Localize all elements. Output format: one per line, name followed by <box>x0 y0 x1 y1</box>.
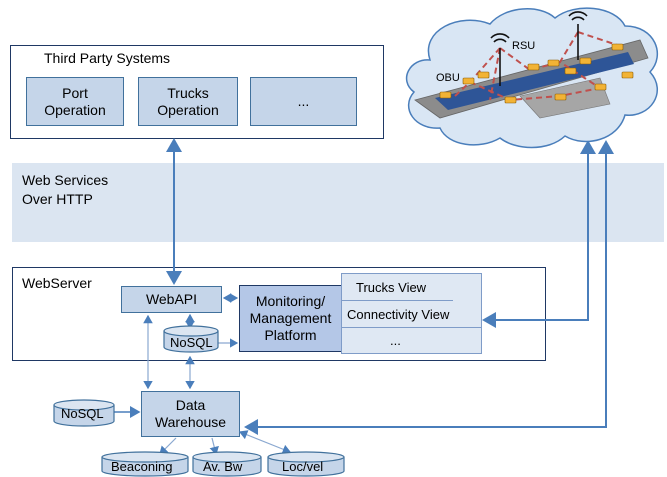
arrow-warehouse-avbw <box>209 437 219 456</box>
more-systems-label: ... <box>297 93 310 109</box>
port-operation-line1: Port <box>62 84 88 101</box>
data-warehouse-box[interactable]: Data Warehouse <box>141 391 240 437</box>
rsu-antenna-2-icon <box>568 11 588 60</box>
avbw-label: Av. Bw <box>203 459 243 474</box>
beaconing-cylinder <box>101 451 189 477</box>
more-systems-box[interactable]: ... <box>250 77 357 126</box>
rsu-antenna-1-icon <box>490 33 510 86</box>
webserver-title: WebServer <box>22 275 92 291</box>
arrow-cloud-warehouse <box>244 140 614 435</box>
trucks-operation-line1: Trucks <box>167 84 209 101</box>
web-services-label-line1: Web Services <box>22 172 109 188</box>
arrow-warehouse-beaconing <box>159 437 177 455</box>
third-party-title: Third Party Systems <box>44 50 171 66</box>
data-warehouse-line2: Warehouse <box>154 414 227 430</box>
rsu-label: RSU <box>512 40 536 52</box>
web-services-label-line2: Over HTTP <box>22 191 93 207</box>
nosql-warehouse-label: NoSQL <box>61 406 104 421</box>
nosql-webserver-cylinder <box>163 325 219 353</box>
arrow-warehouse-locvel <box>238 430 292 454</box>
locvel-cylinder <box>267 451 345 477</box>
obu-label: OBU <box>436 72 460 84</box>
nosql-warehouse-cylinder <box>53 399 115 427</box>
nosql-webserver-label: NoSQL <box>170 335 213 350</box>
trucks-operation-box[interactable]: Trucks Operation <box>138 77 238 126</box>
locvel-label: Loc/vel <box>282 459 324 474</box>
beaconing-label: Beaconing <box>111 459 173 474</box>
avbw-cylinder <box>192 451 262 477</box>
webapi-label: WebAPI <box>145 291 198 307</box>
arrow-cloud-platform <box>482 140 596 328</box>
port-operation-box[interactable]: Port Operation <box>26 77 124 126</box>
vehicular-network-cloud <box>405 7 659 149</box>
data-warehouse-line1: Data <box>175 397 206 413</box>
truck-icons <box>439 43 634 104</box>
port-operation-line2: Operation <box>44 101 106 118</box>
trucks-operation-line2: Operation <box>157 101 219 118</box>
water-channel <box>435 52 634 110</box>
webapi-box[interactable]: WebAPI <box>121 286 222 313</box>
